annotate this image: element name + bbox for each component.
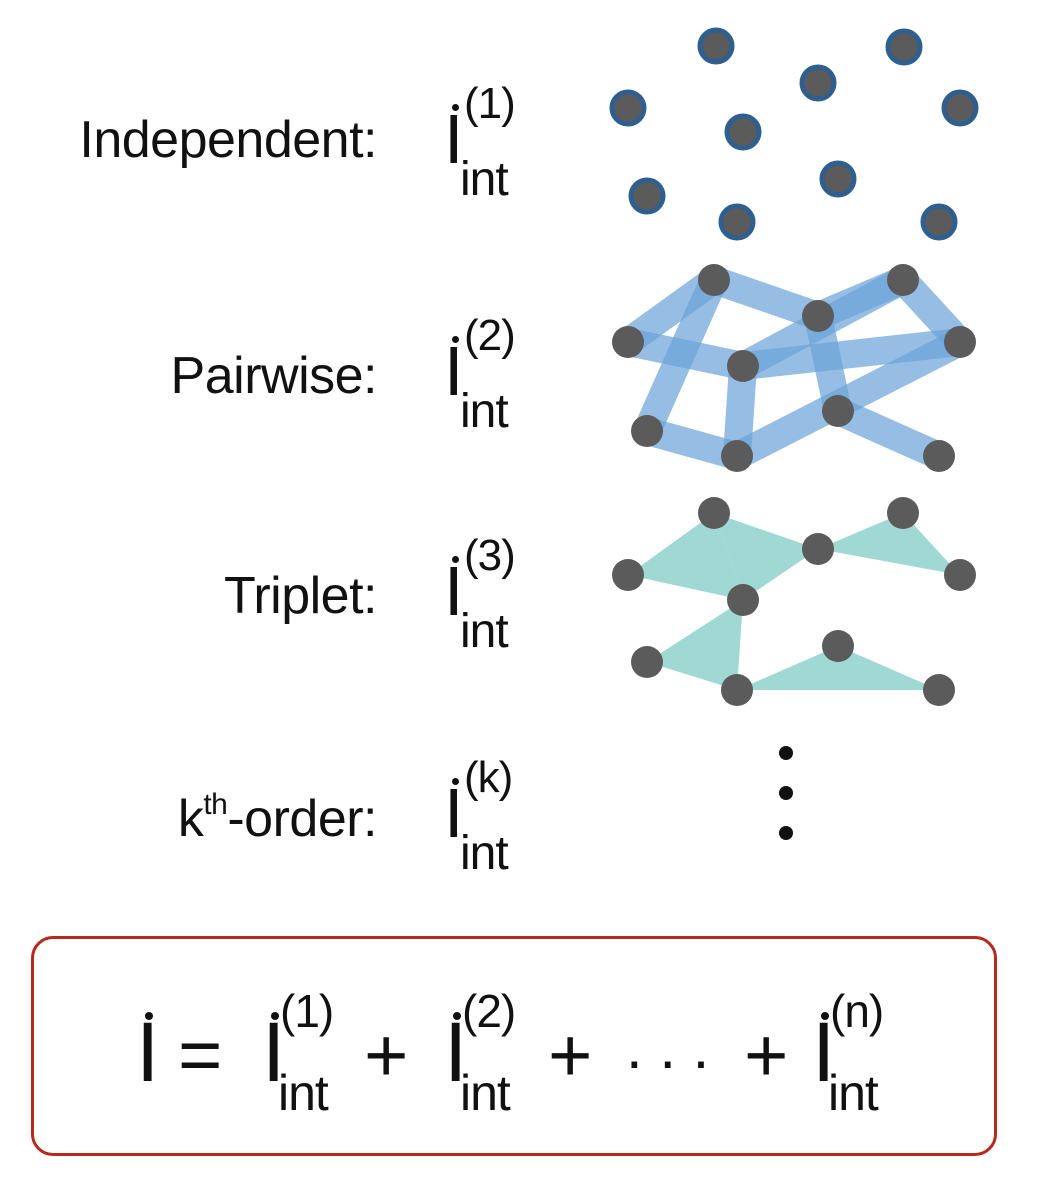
pairwise-edges	[614, 266, 974, 470]
node	[721, 440, 753, 472]
dot-mark	[145, 1012, 153, 1020]
dot-mark	[452, 336, 459, 343]
node	[612, 559, 644, 591]
independent-nodes	[609, 27, 979, 241]
node	[609, 89, 647, 127]
label-th: th	[203, 788, 228, 821]
lhs-base: I	[136, 1005, 160, 1099]
node	[799, 64, 837, 102]
node	[727, 350, 759, 382]
node	[944, 559, 976, 591]
term-sup: (1)	[280, 985, 334, 1037]
node	[718, 203, 756, 241]
dot-mark	[452, 778, 459, 785]
symbol-base: I	[444, 774, 464, 852]
symbol-order-1: I (1) int	[444, 82, 516, 204]
node	[885, 28, 923, 66]
ellipsis: . . .	[626, 1014, 710, 1081]
equals-sign: =	[178, 1013, 223, 1098]
label-k: k	[177, 790, 204, 848]
node	[698, 264, 730, 296]
term-sub: int	[278, 1065, 329, 1121]
node	[923, 440, 955, 472]
node	[724, 113, 762, 151]
node	[887, 497, 919, 529]
node	[822, 395, 854, 427]
symbol-sup: (2)	[464, 311, 516, 360]
node	[697, 27, 735, 65]
node	[612, 326, 644, 358]
node	[941, 89, 979, 127]
dot-mark	[452, 556, 459, 563]
term-sup: (2)	[462, 985, 516, 1037]
symbol-base: I	[444, 552, 464, 630]
node	[727, 584, 759, 616]
symbol-base: I	[444, 100, 464, 178]
equation-lhs: I	[136, 1010, 159, 1094]
edge	[633, 266, 728, 445]
node	[628, 177, 666, 215]
equation-term-2: I (2) int	[444, 988, 516, 1118]
triangle	[818, 513, 960, 575]
symbol-order-2: I (2) int	[444, 314, 516, 436]
node	[802, 300, 834, 332]
equation-box	[31, 936, 997, 1156]
triangle	[737, 646, 939, 690]
equation-term-1: I (1) int	[262, 988, 334, 1118]
label-pairwise: Pairwise:	[170, 347, 378, 405]
plus-sign-3: +	[744, 1013, 789, 1098]
symbol-base: I	[444, 332, 464, 410]
symbol-sub: int	[460, 605, 509, 658]
term-base: I	[444, 1005, 468, 1099]
node	[944, 326, 976, 358]
node	[721, 674, 753, 706]
symbol-order-k: I (k) int	[444, 756, 513, 878]
symbol-sub: int	[460, 153, 509, 206]
node	[887, 264, 919, 296]
equation-term-n: I (n) int	[812, 988, 884, 1118]
node	[923, 674, 955, 706]
plus-sign-1: +	[364, 1013, 409, 1098]
node	[631, 415, 663, 447]
pairwise-nodes	[612, 264, 976, 472]
triplet-faces	[628, 513, 960, 690]
vertical-ellipsis	[779, 746, 793, 840]
plus-sign-2: +	[548, 1013, 593, 1098]
edge	[824, 397, 953, 470]
triangle	[647, 600, 743, 690]
node	[920, 203, 958, 241]
label-order: -order:	[227, 790, 377, 848]
term-sup: (n)	[830, 985, 884, 1037]
symbol-sub: int	[460, 385, 509, 438]
node	[819, 160, 857, 198]
triangle	[628, 513, 743, 600]
edge	[700, 266, 832, 330]
symbol-order-3: I (3) int	[444, 534, 516, 656]
symbol-sup: (k)	[464, 753, 513, 802]
term-base: I	[812, 1005, 836, 1099]
dot-mark	[452, 104, 459, 111]
node	[802, 533, 834, 565]
label-triplet: Triplet:	[224, 567, 378, 625]
term-sub: int	[460, 1065, 511, 1121]
node	[698, 497, 730, 529]
symbol-sup: (3)	[464, 531, 516, 580]
node	[631, 646, 663, 678]
term-base: I	[262, 1005, 286, 1099]
triplet-nodes	[612, 497, 976, 706]
interaction-diagram	[609, 27, 979, 840]
dot-mark	[453, 1012, 461, 1020]
symbol-sup: (1)	[464, 79, 516, 128]
label-independent: Independent:	[79, 111, 377, 169]
edge	[804, 302, 852, 425]
symbol-sub: int	[460, 827, 509, 880]
node	[822, 630, 854, 662]
dot-mark	[271, 1012, 279, 1020]
dot-mark	[821, 1012, 829, 1020]
triangle	[714, 513, 818, 600]
term-sub: int	[828, 1065, 879, 1121]
label-kth-order: kth-order:	[177, 788, 378, 849]
